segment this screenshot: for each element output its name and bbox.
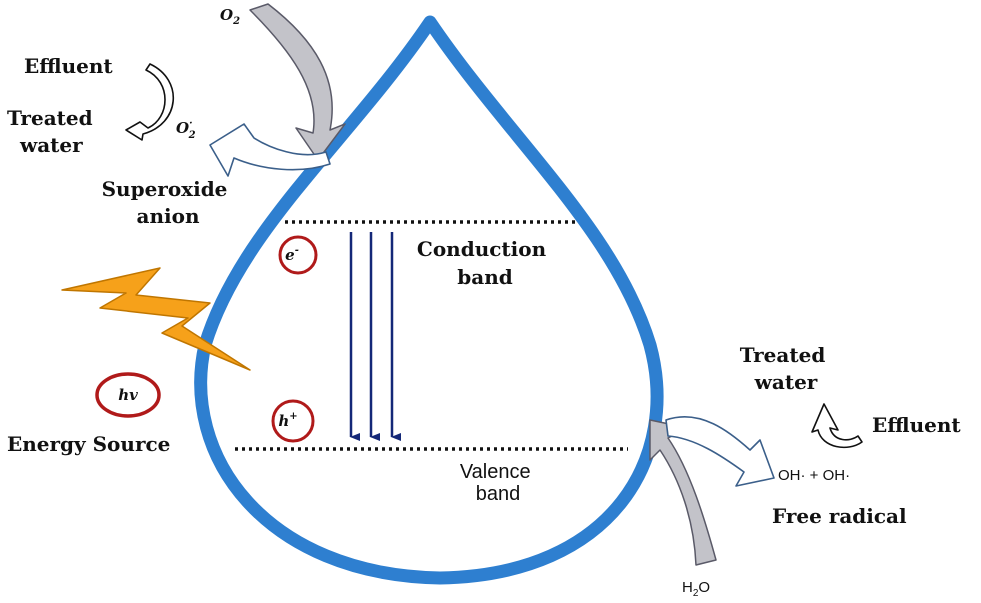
valence-band-label: Valence band: [460, 461, 536, 505]
lightning-bolt-icon: [61, 267, 251, 371]
o2-inflow-arrow: [249, 3, 346, 161]
conduction-band-label: Conduction band: [417, 237, 553, 289]
energy-source-label: Energy Source: [7, 432, 170, 456]
photon-hv-marker: hv: [95, 372, 161, 418]
effluent-to-treated-arrow-top: [125, 63, 175, 141]
svg-text:h+: h+: [278, 411, 297, 430]
hydroxyl-radicals-formula: OH· + OH·: [778, 467, 850, 484]
treated-water-label-bottom: Treated water: [740, 343, 833, 394]
treated-water-label-top: Treated water: [7, 106, 100, 157]
photocatalyst-drop-outline: [194, 15, 664, 585]
effluent-to-treated-arrow-bottom: [811, 403, 863, 449]
svg-text:hv: hv: [118, 386, 138, 404]
superoxide-anion-label: Superoxide anion: [102, 177, 235, 228]
svg-text:e-: e-: [285, 245, 299, 264]
effluent-label-top: Effluent: [24, 54, 113, 78]
electron-marker: e-: [278, 235, 318, 275]
hydroxyl-outflow-arrow: [665, 415, 775, 487]
free-radical-label: Free radical: [772, 504, 907, 528]
hole-marker: h+: [271, 399, 315, 443]
o2-label: O2: [220, 6, 240, 27]
h2o-label: H2O: [682, 579, 710, 599]
effluent-label-bottom: Effluent: [872, 413, 961, 437]
superoxide-symbol: O·2: [176, 118, 196, 141]
superoxide-outflow-arrow: [209, 123, 331, 177]
